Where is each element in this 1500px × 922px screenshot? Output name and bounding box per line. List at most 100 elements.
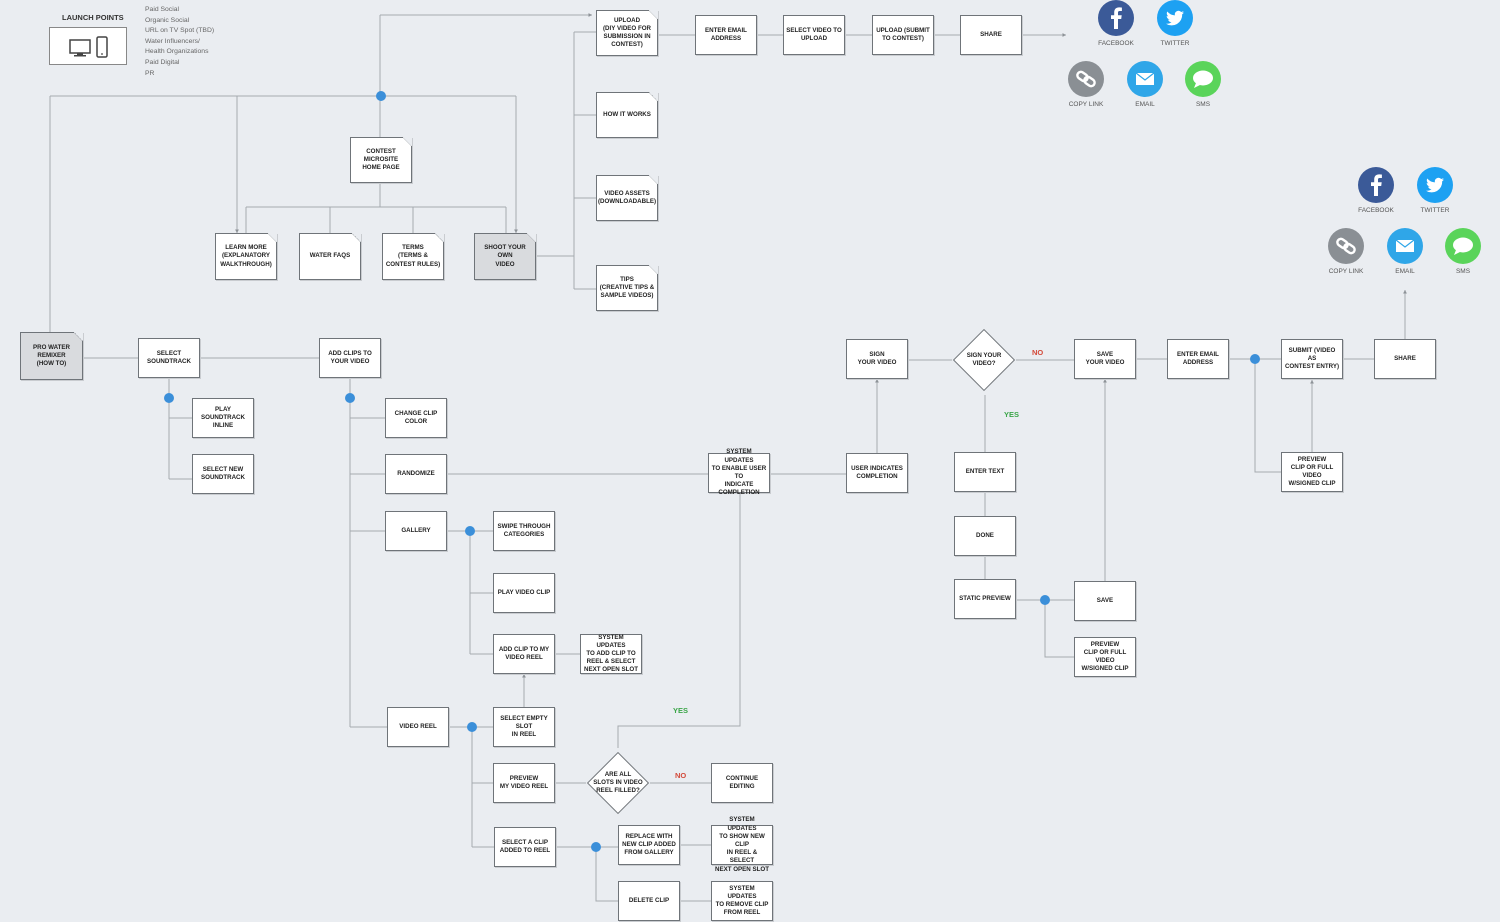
node-label-line: COMPLETION (856, 473, 898, 480)
share-option-label: COPY LINK (1328, 268, 1364, 275)
junction-dot (345, 393, 355, 403)
node-label-line: HOW IT WORKS (603, 110, 651, 118)
node-label-line: VIDEO REEL (399, 722, 437, 730)
node-label-line: PREVIEW (509, 774, 539, 782)
node-label-line: W/SIGNED CLIP (1288, 480, 1336, 488)
share-option-copy-link[interactable]: COPY LINK (1316, 228, 1376, 275)
node-label-line: CATEGORIES (503, 531, 545, 538)
node-label-line: (TERMS & (398, 252, 428, 260)
node-label-line: NEXT OPEN SLOT (715, 865, 769, 873)
node-label-line: ADD CLIP TO MY (498, 645, 550, 653)
node-label-line: ENTER EMAIL (1177, 350, 1219, 358)
node-label-line: FROM REEL (723, 909, 761, 917)
node-label-line: COLOR (404, 418, 428, 425)
node-label-line: REPLACE WITH (625, 832, 673, 840)
arrow-head (1103, 379, 1107, 383)
share-option-label: EMAIL (1135, 101, 1155, 108)
node-label-line: SOUNDTRACK (147, 358, 191, 365)
node-label-line: INLINE (212, 422, 234, 430)
share-option-facebook[interactable]: FACEBOOK (1086, 0, 1146, 47)
node-label-line: VIDEO (495, 260, 515, 268)
node-tips: TIPS(CREATIVE TIPS &SAMPLE VIDEOS) (596, 265, 658, 311)
node-label-line: (HOW TO) (36, 360, 67, 368)
decision-label-line: VIDEO? (972, 360, 996, 367)
share-option-twitter[interactable]: TWITTER (1405, 167, 1465, 214)
sms-icon (1185, 61, 1221, 97)
facebook-icon (1358, 167, 1394, 203)
arrow-head (1310, 380, 1314, 384)
node-label-line: ADDRESS (1182, 359, 1214, 366)
node-label-line: SIGN (869, 350, 885, 358)
arrow-head (588, 13, 592, 17)
node-label-line: IN REEL & SELECT (726, 849, 758, 865)
node-label-line: (DIY VIDEO FOR (602, 24, 652, 32)
sms-icon (1445, 228, 1481, 264)
node-label-line: CONTEST ENTRY) (1284, 363, 1340, 371)
email-icon (1127, 61, 1163, 97)
share-option-facebook[interactable]: FACEBOOK (1346, 167, 1406, 214)
node-terms: TERMS(TERMS &CONTEST RULES) (382, 233, 444, 280)
node-label-line: SAVE (1096, 350, 1114, 358)
yes-label: YES (1004, 410, 1020, 419)
node-label-line: PREVIEW (1297, 455, 1327, 463)
node-label-line: SELECT VIDEO TO (786, 26, 842, 34)
node-label-line: DONE (976, 531, 994, 539)
share-option-email[interactable]: EMAIL (1115, 61, 1175, 108)
node-gallery: GALLERY (385, 511, 447, 551)
node-label-line: SELECT EMPTY SLOT (500, 714, 548, 730)
share-option-email[interactable]: EMAIL (1375, 228, 1435, 275)
node-label-line: ENTER EMAIL (705, 26, 747, 34)
launch-devices (49, 27, 127, 65)
share-option-sms[interactable]: SMS (1173, 61, 1233, 108)
node-label-line: SOUNDTRACK (201, 474, 245, 481)
arrow-head (1062, 33, 1066, 37)
launch-points-title: LAUNCH POINTS (62, 13, 124, 22)
launch-source-item: Organic Social (145, 16, 190, 24)
node-label-line: CONTEST RULES) (385, 260, 441, 268)
launch-source-item: Water Influencers/ (145, 37, 200, 45)
node-label-line: TERMS (402, 244, 424, 252)
share-option-sms[interactable]: SMS (1433, 228, 1493, 275)
junction-dot (591, 842, 601, 852)
node-video-reel: VIDEO REEL (387, 707, 449, 747)
twitter-icon (1417, 167, 1453, 203)
node-label-line: ADDRESS (710, 35, 742, 42)
connector (617, 493, 741, 748)
share-option-label: TWITTER (1420, 207, 1450, 214)
node-label-line: SAVE (1096, 596, 1114, 604)
node-randomize: RANDOMIZE (385, 454, 447, 494)
node-label-line: SYSTEM UPDATES (727, 816, 757, 832)
share-option-copy-link[interactable]: COPY LINK (1056, 61, 1116, 108)
node-label-line: SELECT (156, 349, 182, 357)
node-play-clip: PLAY VIDEO CLIP (493, 573, 555, 613)
yes-label: YES (673, 706, 689, 715)
node-label-line: CONTINUE EDITING (725, 774, 759, 790)
node-label-line: VIDEO ASSETS (604, 189, 650, 197)
decision-label-line: SLOTS IN VIDEO (593, 778, 643, 786)
node-share-1: SHARE (960, 15, 1022, 55)
node-label-line: (CREATIVE TIPS & (599, 283, 655, 291)
share-option-label: TWITTER (1160, 40, 1190, 47)
node-label-line: WALKTHROUGH) (220, 260, 272, 268)
share-option-twitter[interactable]: TWITTER (1145, 0, 1205, 47)
node-how-it-works: HOW IT WORKS (596, 92, 658, 138)
launch-source-item: Paid Social (145, 6, 180, 13)
node-label-line: SHARE (980, 30, 1002, 38)
junction-dot (164, 393, 174, 403)
link-icon (1328, 228, 1364, 264)
node-enter-text: ENTER TEXT (954, 452, 1016, 492)
